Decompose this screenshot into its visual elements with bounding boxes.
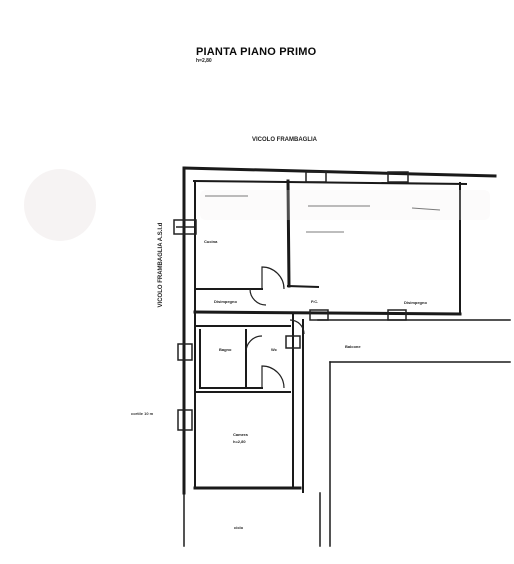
window-mid-1 bbox=[387, 309, 407, 321]
room-label-cucina: Cucina bbox=[204, 239, 218, 244]
room-label-disimpegno-left: Disimpegno bbox=[214, 299, 237, 304]
room-label-bottom: ciclo bbox=[234, 525, 244, 530]
door-camera bbox=[261, 365, 285, 389]
door-kitchen bbox=[261, 266, 285, 290]
room-label-camera-h: h=2,80 bbox=[233, 439, 246, 444]
watermark bbox=[24, 169, 490, 241]
window-top-2 bbox=[387, 171, 409, 183]
room-label-camera: Camera bbox=[233, 432, 248, 437]
room-label-bagno: Bagno bbox=[219, 347, 232, 352]
window-left-3 bbox=[177, 409, 193, 431]
door-bath bbox=[245, 335, 263, 353]
window-left-2 bbox=[177, 343, 193, 361]
note-left: cortile 10 m bbox=[131, 411, 154, 416]
room-label-balcone: Balcone bbox=[345, 344, 361, 349]
plan-subtitle: h=2,80 bbox=[196, 58, 212, 64]
door-disimpegno bbox=[249, 288, 267, 306]
window-top-1 bbox=[305, 171, 327, 183]
wall-kitchen-room bbox=[286, 179, 291, 288]
room-label-disimpegno-right: Disimpegno bbox=[404, 300, 427, 305]
scribble-3 bbox=[411, 207, 441, 211]
wall-corridor bbox=[286, 284, 320, 289]
wall-top-inner bbox=[192, 179, 468, 186]
room-label-wc: Wc bbox=[271, 347, 277, 352]
street-label-top: VICOLO FRAMBAGLIA bbox=[252, 137, 317, 143]
window-mid-2 bbox=[309, 309, 329, 321]
window-left-1 bbox=[173, 219, 197, 235]
plan-title: PIANTA PIANO PRIMO bbox=[196, 46, 317, 58]
wall-top bbox=[182, 166, 497, 178]
room-label-center: P.C. bbox=[311, 299, 319, 304]
door-corridor bbox=[289, 319, 305, 335]
street-label-left: VICOLO FRAMBAGLIA A.S.I.d bbox=[158, 222, 164, 308]
window-corridor bbox=[285, 335, 301, 349]
